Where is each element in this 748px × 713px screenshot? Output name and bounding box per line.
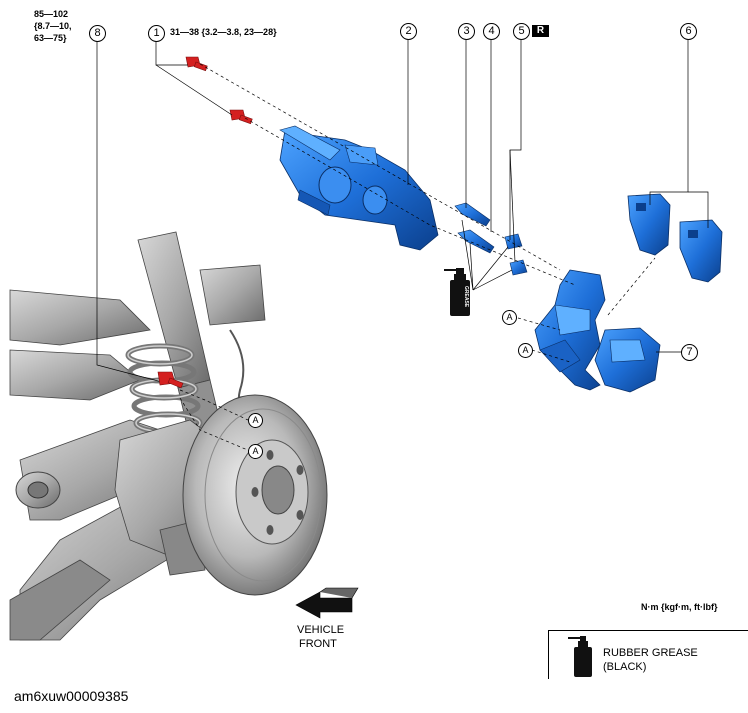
alignment-lines <box>179 63 656 452</box>
mounting-bolt <box>157 371 184 389</box>
callout-3: 3 <box>458 23 475 40</box>
legend-grease-icon <box>568 636 592 677</box>
torque-8-line3: 63—75} <box>34 33 67 43</box>
brake-disc <box>182 394 328 596</box>
caliper-body <box>279 125 439 251</box>
torque-8-line1: 85—102 <box>34 9 69 19</box>
callout-5: 5 <box>513 23 530 40</box>
callout-1: 1 <box>148 25 165 42</box>
guide-pins <box>454 202 528 276</box>
grease-can-text: GREASE <box>463 286 469 308</box>
vehicle-front-arrow <box>295 587 359 619</box>
ref-marker-a: A <box>518 343 533 358</box>
vehicle-front-line1: VEHICLE <box>297 624 345 636</box>
legend-line1: RUBBER GREASE <box>603 647 698 659</box>
legend-box <box>548 630 748 679</box>
callout-6: 6 <box>680 23 697 40</box>
ref-marker-a: A <box>502 310 517 325</box>
callout-8: 8 <box>89 25 106 42</box>
units-note: N·m {kgf·m, ft·lbf} <box>641 602 718 612</box>
mounting-support <box>594 327 661 393</box>
caliper-bracket <box>534 269 606 391</box>
suspension-assembly <box>9 231 266 641</box>
torque-8-line2: {8.7—10, <box>34 21 72 31</box>
callout-2: 2 <box>400 23 417 40</box>
ref-marker-a: A <box>248 444 263 459</box>
legend-line2: (BLACK) <box>603 661 647 673</box>
vehicle-front-line2: FRONT <box>299 638 337 650</box>
callout-4: 4 <box>483 23 500 40</box>
callout-7: 7 <box>681 344 698 361</box>
torque-1-value: 31—38 {3.2—3.8, 23—28} <box>170 27 277 37</box>
ref-marker-a: A <box>248 413 263 428</box>
grease-can-icon <box>444 268 470 316</box>
leader-lines <box>96 40 709 383</box>
image-id-caption: am6xuw00009385 <box>14 688 129 704</box>
caliper-bolts <box>185 56 253 125</box>
replace-marker: R <box>532 25 549 37</box>
brake-pads <box>627 193 723 283</box>
